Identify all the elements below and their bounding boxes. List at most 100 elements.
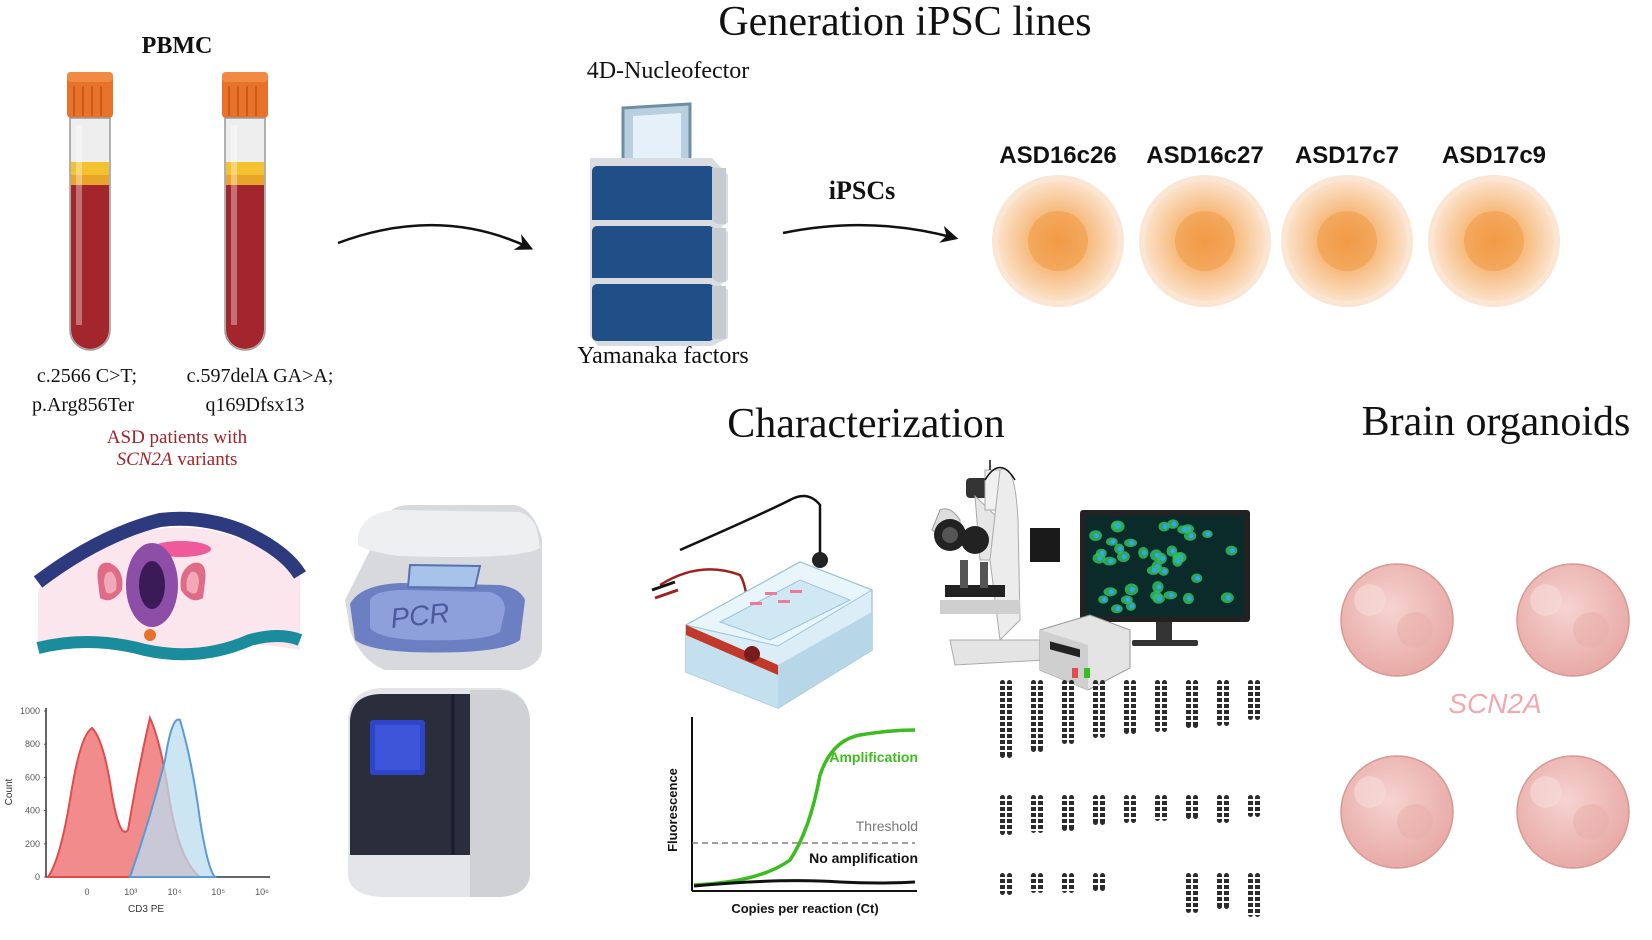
characterization-header: Characterization	[727, 401, 1005, 447]
chromosome-band	[1224, 805, 1229, 807]
chromosome-band	[1000, 811, 1005, 813]
ipscs-arrow-label: iPSCs	[829, 176, 895, 205]
cell-nucleus	[1154, 552, 1160, 558]
flow-x-tick: 10³	[124, 887, 137, 897]
chromosome-band	[1224, 696, 1229, 698]
cell-nucleus	[1156, 584, 1162, 590]
cell-nucleus	[1171, 521, 1177, 527]
chromosome-band	[1000, 732, 1005, 734]
organoid-3	[1340, 755, 1454, 869]
monitor	[1080, 510, 1250, 646]
chromosome-band	[1031, 877, 1036, 879]
chromosome	[1162, 680, 1167, 732]
chromosome-band	[1007, 696, 1012, 698]
chromosome-band	[1000, 738, 1005, 740]
chromosome-band	[1031, 684, 1036, 686]
chromosome-band	[1162, 811, 1167, 813]
chromosome-band	[1224, 720, 1229, 722]
chromosome-band	[1131, 805, 1136, 807]
chromosome-band	[1224, 690, 1229, 692]
cell-nucleus	[1195, 575, 1201, 581]
chromosome-band	[1031, 817, 1036, 819]
chromosome-band	[1217, 901, 1222, 903]
chromosome-band	[1000, 684, 1005, 686]
chromosome-band	[1031, 883, 1036, 885]
chromosome-band	[1193, 684, 1198, 686]
chromosome-band	[1186, 708, 1191, 710]
chromosome-band	[1000, 750, 1005, 752]
gel-electrophoresis	[651, 494, 874, 709]
chromosome-band	[1062, 811, 1067, 813]
qpcr-threshold-label: Threshold	[856, 818, 918, 834]
chromosome-band	[1093, 696, 1098, 698]
chromosome-band	[1100, 877, 1105, 879]
chromosome-band	[1093, 708, 1098, 710]
chromosome-band	[1093, 805, 1098, 807]
chromosome-band	[1093, 690, 1098, 692]
chromosome-band	[1131, 799, 1136, 801]
chromosome-band	[1248, 799, 1253, 801]
chromosome-band	[1069, 811, 1074, 813]
chromosome	[1155, 680, 1160, 732]
chromosome-band	[1248, 883, 1253, 885]
chromosome-band	[1186, 696, 1191, 698]
chromosome-band	[1162, 708, 1167, 710]
ipsc-line-1-label: ASD16c26	[999, 142, 1116, 169]
chromosome-band	[1031, 889, 1036, 891]
chromosome	[1124, 680, 1129, 734]
chromosome-band	[1031, 744, 1036, 746]
chromosome-band	[1100, 702, 1105, 704]
chromosome-band	[1224, 714, 1229, 716]
chromosome-band	[1093, 877, 1098, 879]
patients-label-line2: SCN2A variants	[117, 449, 238, 470]
chromosome-band	[1000, 714, 1005, 716]
chromosome-band	[1131, 690, 1136, 692]
chromosome-band	[1000, 696, 1005, 698]
chromosome-band	[1124, 702, 1129, 704]
chromosome-band	[1062, 696, 1067, 698]
chromosome-band	[1062, 889, 1067, 891]
chromosome-band	[1069, 823, 1074, 825]
chromosome-band	[1007, 684, 1012, 686]
chromosome-band	[1193, 907, 1198, 909]
chromosome-band	[1093, 684, 1098, 686]
chromosome-band	[1100, 696, 1105, 698]
flow-y-tick: 0	[35, 872, 40, 882]
chromosome-band	[1062, 883, 1067, 885]
fluorescent-cells	[1089, 519, 1238, 614]
chromosome-band	[1031, 726, 1036, 728]
chromosome-band	[1007, 805, 1012, 807]
chromosome-band	[1007, 738, 1012, 740]
chromosome-band	[1193, 696, 1198, 698]
chromosome-band	[1186, 690, 1191, 692]
chromosome	[1224, 795, 1229, 823]
cell-nucleus	[1110, 539, 1116, 545]
cell-nucleus	[1115, 606, 1121, 612]
chromosome-band	[1069, 696, 1074, 698]
chromosome-band	[1038, 799, 1043, 801]
chromosome-band	[1248, 889, 1253, 891]
chromosome-band	[1162, 684, 1167, 686]
chromosome-band	[1007, 732, 1012, 734]
chromosome-band	[1131, 720, 1136, 722]
chromosome-band	[1248, 696, 1253, 698]
chromosome-band	[1062, 817, 1067, 819]
chromosome-band	[1093, 811, 1098, 813]
chromosome-band	[1217, 889, 1222, 891]
flow-y-tick: 1000	[20, 706, 40, 716]
chromosome-band	[1093, 732, 1098, 734]
chromosome-band	[1193, 889, 1198, 891]
organoid-2	[1516, 563, 1630, 677]
chromosome-band	[1007, 720, 1012, 722]
chromosome	[1093, 873, 1098, 891]
nucleofector-label: 4D-Nucleofector	[587, 58, 750, 84]
organoid-gene-label: SCN2A	[1448, 688, 1541, 719]
flow-y-tick: 600	[25, 772, 40, 782]
patients-variants-suffix: variants	[173, 449, 238, 470]
chromosome-band	[1224, 877, 1229, 879]
cell-nucleus	[1129, 540, 1134, 546]
chromosome-band	[1038, 883, 1043, 885]
chromosome-band	[1186, 684, 1191, 686]
cell-nucleus	[1129, 603, 1135, 609]
chromosome-band	[1248, 901, 1253, 903]
